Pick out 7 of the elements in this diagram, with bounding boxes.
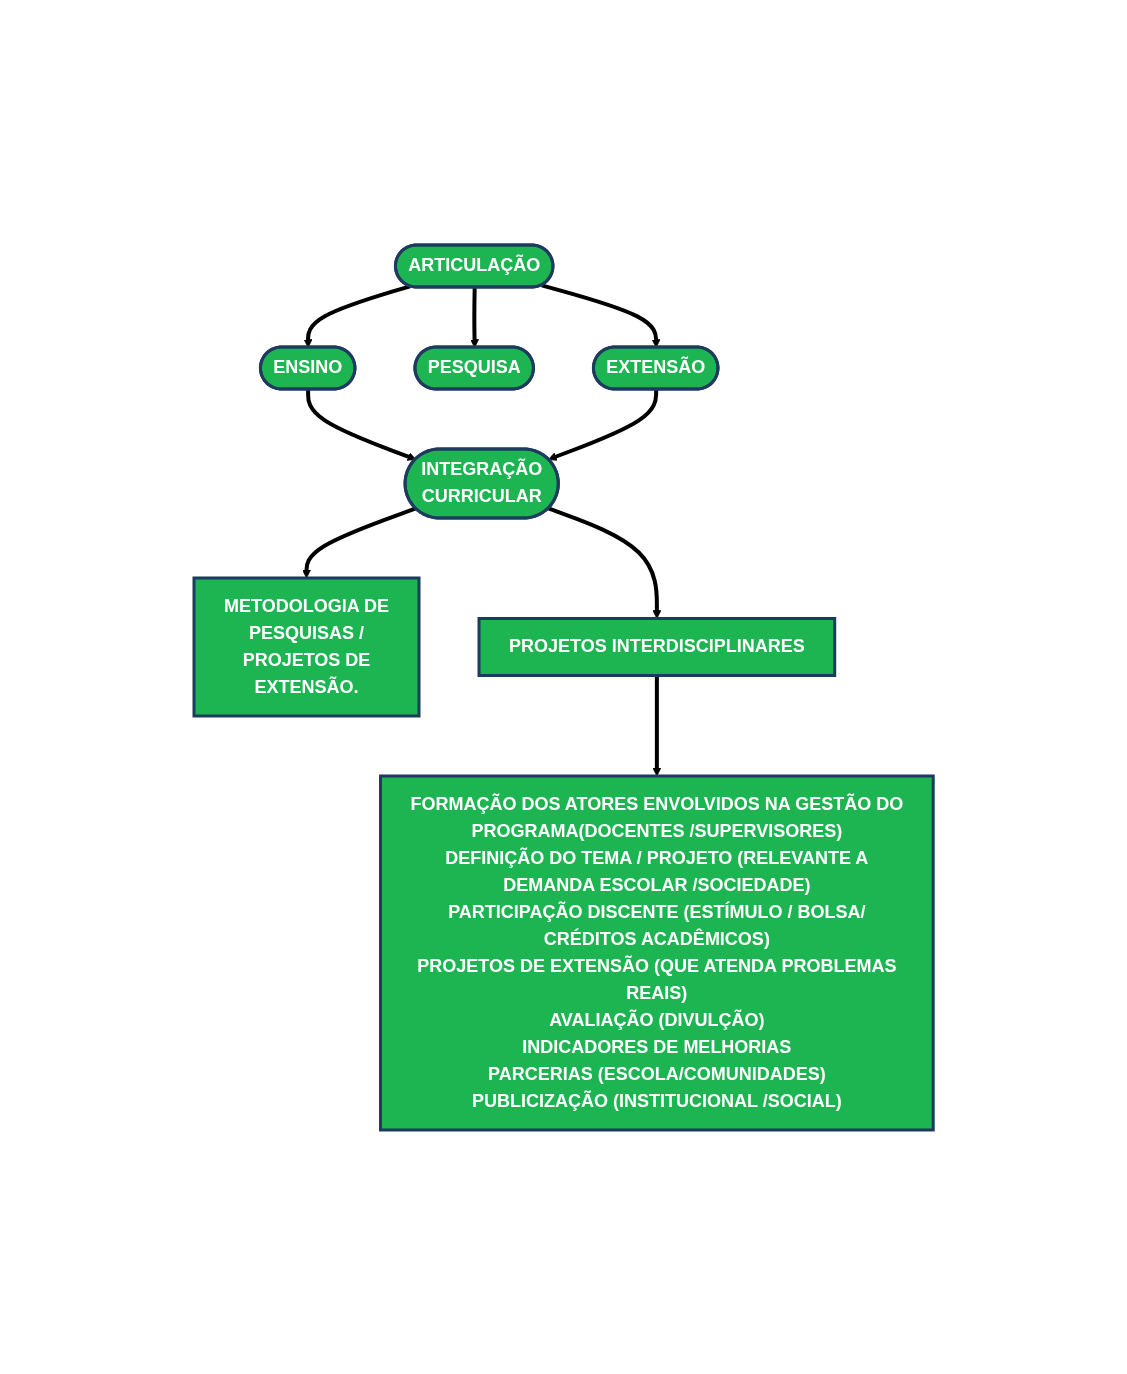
node-box: PROJETOS INTERDISCIPLINARES	[477, 616, 837, 677]
arrow	[306, 388, 417, 461]
arrow	[652, 675, 662, 776]
arrow	[302, 506, 417, 578]
node-box: METODOLOGIA DE PESQUISAS / PROJETOS DE EXTENSÃO.	[192, 576, 421, 717]
arrow	[548, 388, 659, 461]
node-box: FORMAÇÃO DOS ATORES ENVOLVIDOS NA GESTÃO DO PROGRAMA(DOCENTES /SUPERVISORES) DEFINIÇÃO DO TEMA / PROJETO (RELEVANTE A DEMANDA ESCOLAR /SOCIEDADE) PARTICIPAÇÃO DISCENTE (ESTÍMULO / BOLSA/ CRÉDITOS ACADÊMICOS) PROJETOS DE EXTENSÃO (QUE ATENDA PROBLEMAS REAIS) AVALIAÇÃO (DIVULÇÃO) INDICADORES DE MELHORIAS PARCERIAS (ESCOLA/COMUNIDADES) PUBLICIZAÇÃO (INSTITUCIONAL /SOCIAL)	[378, 774, 935, 1131]
